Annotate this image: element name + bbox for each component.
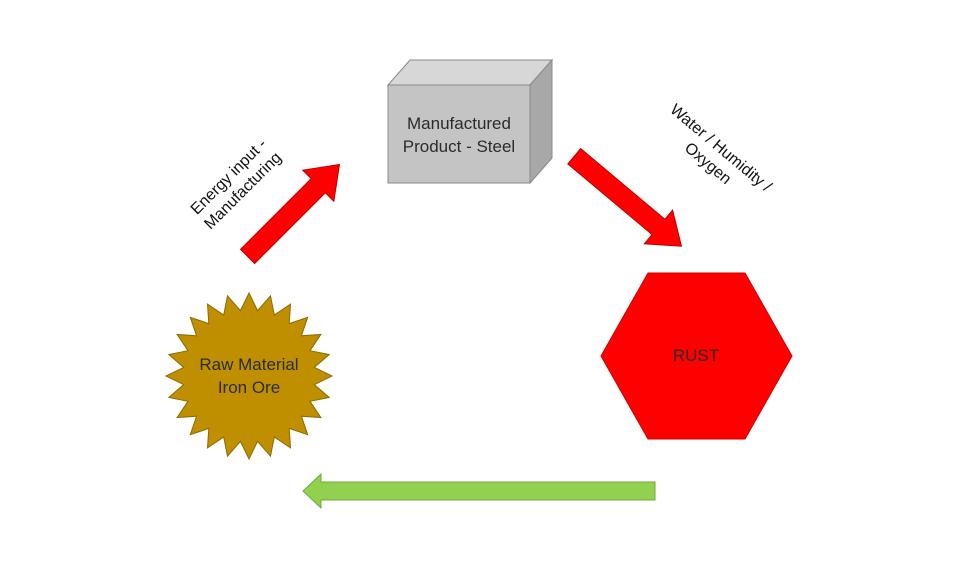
steel-node-label-line2: Product - Steel — [403, 137, 515, 156]
cube-top-face — [386, 59, 554, 86]
water-humidity-arrow — [567, 147, 683, 247]
rust-hexagon — [600, 272, 793, 440]
iron-ore-label-line2: Iron Ore — [218, 378, 280, 397]
return-arrow — [302, 472, 656, 510]
steel-product-node: Manufactured Product - Steel — [386, 58, 554, 185]
steel-node-label-line1: Manufactured — [407, 114, 511, 133]
return-arrow-shape — [302, 472, 656, 510]
water-humidity-arrow-shape — [567, 147, 683, 247]
energy-input-arrow-shape — [239, 163, 341, 265]
cube-front-face — [387, 84, 531, 184]
iron-ore-label-line1: Raw Material — [199, 355, 298, 374]
rust-node-label: RUST — [673, 346, 719, 365]
iron-ore-node: Raw Material Iron Ore — [164, 291, 334, 461]
water-humidity-label: Water / Humidity / Oxygen — [667, 101, 775, 196]
rust-node: RUST — [600, 272, 793, 440]
iron-ore-starburst — [164, 291, 334, 461]
energy-input-arrow — [239, 163, 341, 265]
energy-input-label: Energy input - Manufacturing — [188, 136, 285, 233]
